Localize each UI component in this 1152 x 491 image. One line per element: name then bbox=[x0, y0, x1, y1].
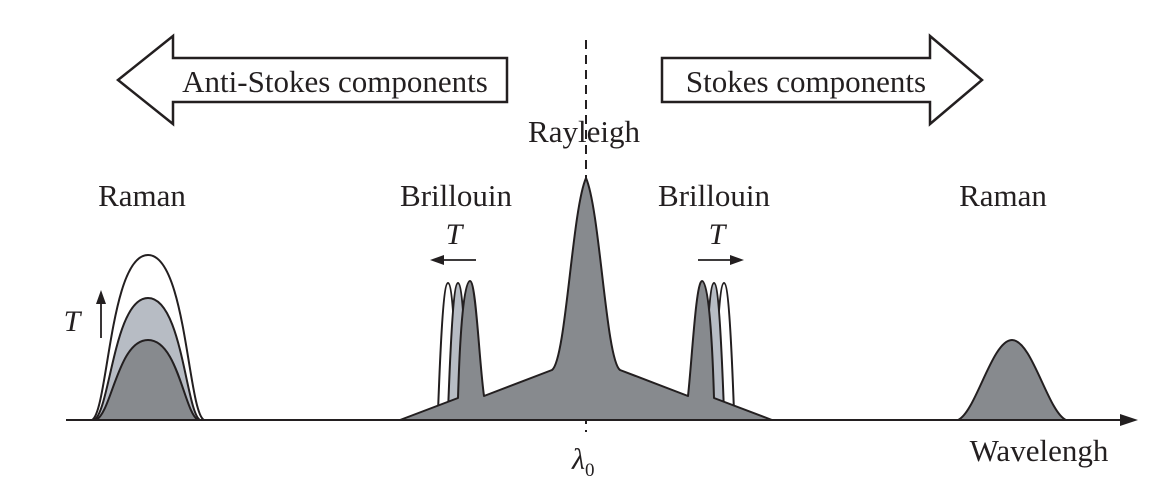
raman-right-label: Raman bbox=[959, 178, 1047, 213]
anti-stokes-label: Anti-Stokes components bbox=[182, 64, 488, 99]
arrow-left-icon bbox=[430, 255, 444, 265]
lambda-symbol: λ bbox=[571, 443, 585, 476]
brillouin-left-temperature-shift: T bbox=[430, 218, 476, 265]
rayleigh-label: Rayleigh bbox=[528, 114, 640, 149]
raman-left-label: Raman bbox=[98, 178, 186, 213]
arrow-right-icon bbox=[730, 255, 744, 265]
stokes-label: Stokes components bbox=[686, 64, 926, 99]
axis-label: Wavelengh bbox=[970, 433, 1109, 468]
temperature-symbol-right: T bbox=[709, 218, 728, 251]
brillouin-left-label: Brillouin bbox=[400, 178, 512, 213]
brillouin-right-temperature-shift: T bbox=[698, 218, 744, 265]
raman-left-low-T bbox=[95, 338, 202, 421]
raman-right-peak bbox=[957, 338, 1067, 421]
center-wavelength-label: λ0 bbox=[571, 443, 595, 481]
brillouin-right-label: Brillouin bbox=[658, 178, 770, 213]
rayleigh-brillouin-spectrum bbox=[399, 177, 773, 421]
lambda-subscript: 0 bbox=[585, 460, 595, 481]
anti-stokes-arrow: Anti-Stokes components bbox=[115, 33, 509, 127]
stokes-arrow: Stokes components bbox=[660, 33, 984, 127]
raman-temperature-increase: T bbox=[64, 290, 106, 338]
raman-left-peaks bbox=[91, 253, 205, 421]
arrow-up-icon bbox=[96, 290, 106, 304]
temperature-symbol-left: T bbox=[446, 218, 465, 251]
temperature-symbol-raman: T bbox=[64, 305, 83, 338]
